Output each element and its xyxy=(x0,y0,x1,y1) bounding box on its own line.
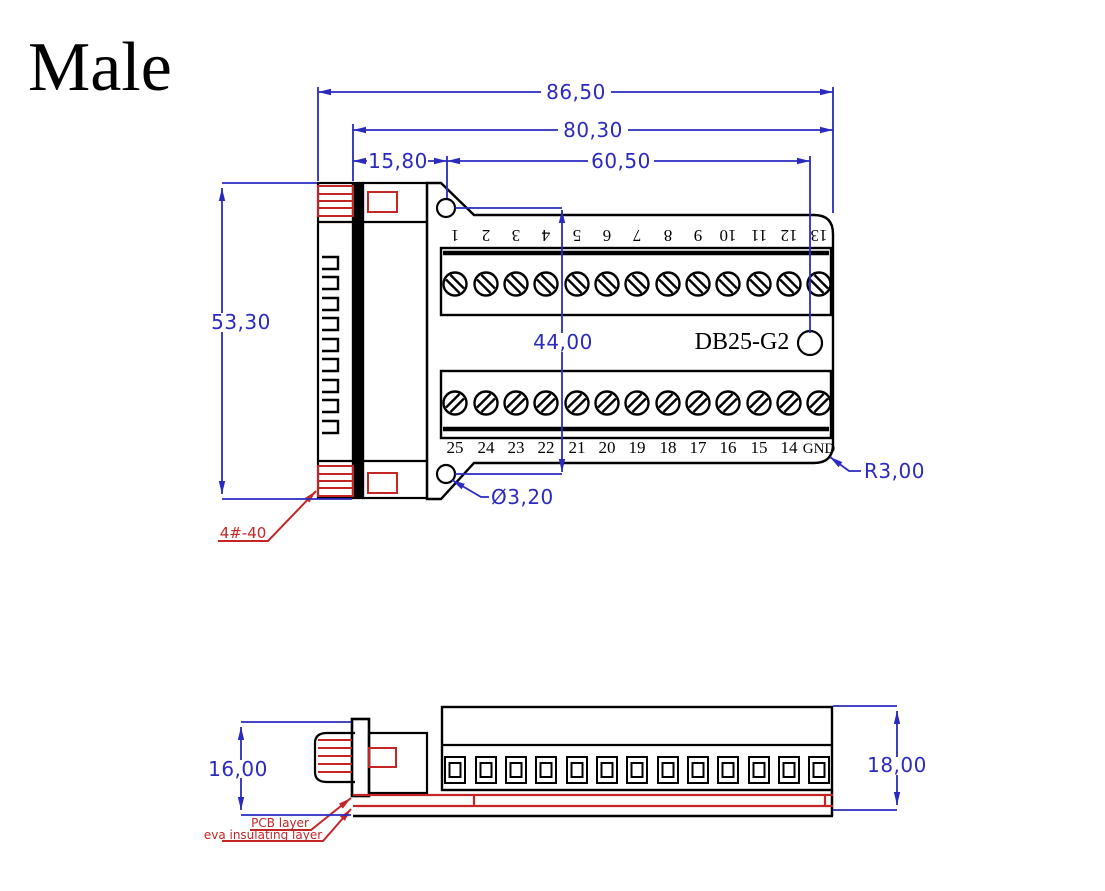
housing-detail-side xyxy=(368,747,397,768)
dimension-labels: 86,50 80,30 15,80 60,50 53,30 44,00 Ø3,2… xyxy=(208,80,927,781)
mating-face-bar xyxy=(351,181,365,500)
pin-label: 22 xyxy=(538,438,555,457)
connector-housing-side xyxy=(367,731,429,795)
terminal-block-side xyxy=(440,705,834,792)
pin-label: 13 xyxy=(811,226,828,245)
dim-text-backgrounds xyxy=(204,83,931,778)
jackscrew-hatch-top xyxy=(317,185,354,217)
dim-label-overall-width: 86,50 xyxy=(546,80,606,104)
pin-label: 11 xyxy=(751,226,767,245)
pin-label: 12 xyxy=(781,226,798,245)
dim-label-connector-height: 16,00 xyxy=(208,757,268,781)
jackscrew-thread-hatch xyxy=(318,739,352,773)
pin-label: 18 xyxy=(660,438,677,457)
mating-face-bar-side xyxy=(350,717,371,798)
terminal-pins-side xyxy=(444,756,830,784)
pin-label: 1 xyxy=(451,226,460,245)
pin-label: 5 xyxy=(573,226,582,245)
jackscrew-hatch-bottom xyxy=(317,465,354,497)
terminal-block-top xyxy=(439,246,833,317)
red-labels: 4#-40 PCB layer eva insulating layer xyxy=(204,524,322,842)
pin-label-gnd: GND xyxy=(803,441,836,457)
pin-label: 14 xyxy=(781,438,799,457)
dim-label-connector-offset: 15,80 xyxy=(368,149,428,173)
hole-reference-lines xyxy=(455,207,562,475)
pcb-layer-label: PCB layer xyxy=(251,816,309,830)
top-view-geometry xyxy=(316,181,835,501)
dim-label-hole-diameter: Ø3,20 xyxy=(491,485,554,509)
dim-label-corner-radius: R3,00 xyxy=(864,459,925,483)
pin-label: 4 xyxy=(541,226,550,245)
mounting-hole-right xyxy=(796,329,824,357)
model-label: DB25-G2 xyxy=(695,329,790,355)
pin-label: 23 xyxy=(508,438,525,457)
dim-label-overall-height: 53,30 xyxy=(211,310,271,334)
jackscrew-label: 4#-40 xyxy=(220,524,267,542)
extension-lines-left xyxy=(222,182,352,500)
pin-label: 20 xyxy=(599,438,616,457)
pin-label: 3 xyxy=(512,226,521,245)
housing-detail-top xyxy=(367,191,398,213)
pin-label: 8 xyxy=(664,226,673,245)
dim-label-block-height: 18,00 xyxy=(867,753,927,777)
pin-label: 16 xyxy=(720,438,737,457)
pin-numbers-bottom: 25 24 23 22 21 20 19 18 17 16 15 14 GND xyxy=(447,438,836,457)
corner-radius-leader xyxy=(829,456,861,472)
pin-label: 15 xyxy=(751,438,768,457)
pin-label: 17 xyxy=(690,438,708,457)
pin-numbers-top: 1 2 3 4 5 6 7 8 9 10 11 12 13 xyxy=(451,226,828,245)
screw-terminals-top-row xyxy=(442,271,832,297)
jackscrew-profile xyxy=(313,731,355,784)
pin-label: 9 xyxy=(694,226,703,245)
board-outline xyxy=(425,181,835,501)
dim-label-body-width: 80,30 xyxy=(563,118,623,142)
mounting-hole-top-left xyxy=(435,197,457,219)
pin-label: 2 xyxy=(482,226,491,245)
pcb-eva-layer-lines xyxy=(353,793,833,808)
dim-label-hole-span-h: 60,50 xyxy=(591,149,651,173)
extension-lines-top xyxy=(317,87,834,333)
pin-label: 7 xyxy=(632,226,641,245)
connector-pins xyxy=(322,255,340,435)
eva-layer-leader xyxy=(222,808,352,842)
pin-label: 6 xyxy=(603,226,612,245)
shell-dividers xyxy=(318,220,427,463)
jackscrew-leader xyxy=(218,490,317,542)
eva-layer-label: eva insulating layer xyxy=(204,828,322,842)
housing-detail-bottom xyxy=(367,472,398,494)
db25-shell xyxy=(316,181,355,500)
pcb-layer-leader xyxy=(250,797,352,831)
side-view-geometry xyxy=(313,705,834,818)
pin-label: 24 xyxy=(478,438,496,457)
pin-label: 21 xyxy=(569,438,586,457)
pin-label: 10 xyxy=(720,226,737,245)
red-geometry xyxy=(218,185,833,842)
screw-terminals-bottom-row xyxy=(442,390,832,416)
connector-housing xyxy=(361,181,429,500)
pin-label: 19 xyxy=(629,438,646,457)
dim-label-hole-span-v: 44,00 xyxy=(533,330,593,354)
pin-label: 25 xyxy=(447,438,464,457)
extension-lines-side xyxy=(241,705,897,816)
dimension-lines xyxy=(218,87,901,816)
hole-dia-leader xyxy=(451,479,489,498)
page-title: Male xyxy=(28,29,172,106)
